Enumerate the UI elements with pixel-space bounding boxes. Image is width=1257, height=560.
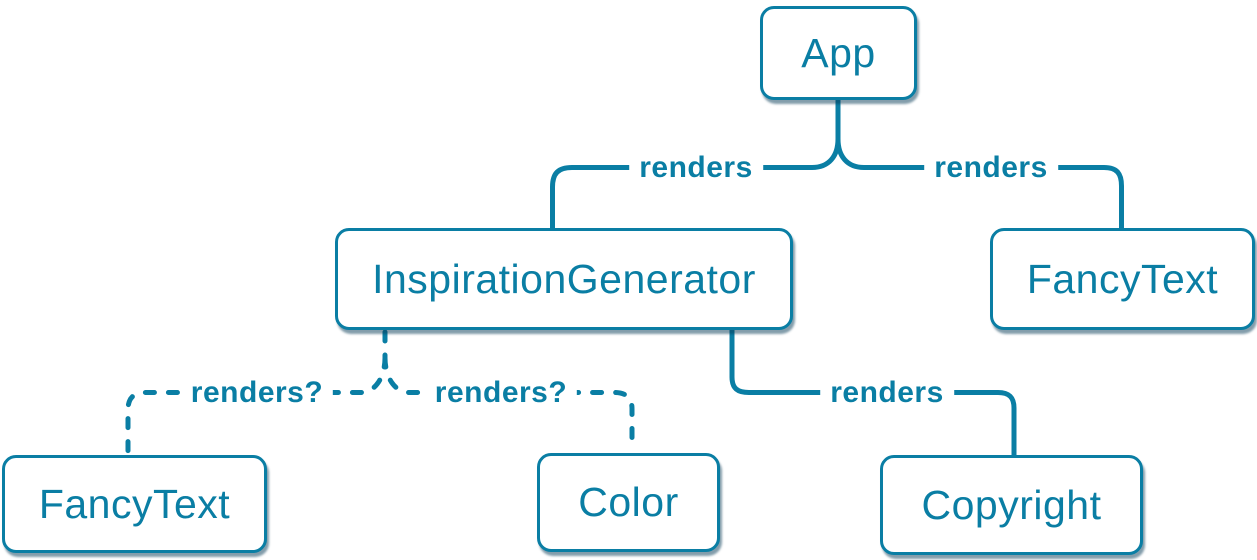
node-app-label: App [801, 29, 876, 76]
node-copyright: Copyright [880, 455, 1143, 555]
node-inspiration-generator: InspirationGenerator [335, 228, 793, 330]
node-copyright-label: Copyright [921, 481, 1102, 528]
edge-label-app-to-fancy-text: renders [924, 151, 1058, 185]
edge-app-to-inspiration-generator [550, 138, 841, 229]
edge-label-inspiration-generator-to-copyright: renders [820, 376, 954, 410]
node-fancy-text-top: FancyText [990, 228, 1255, 330]
edge-label-inspiration-generator-to-fancy-text: renders? [180, 376, 334, 410]
node-color-label: Color [578, 479, 679, 525]
node-fancy-text-bottom: FancyText [2, 455, 267, 553]
node-color: Color [537, 453, 720, 552]
node-fancy-text-top-label: FancyText [1026, 255, 1219, 302]
edge-label-inspiration-generator-to-color: renders? [424, 376, 578, 410]
edge-app-to-fancy-text [835, 138, 1124, 229]
node-app: App [760, 6, 917, 100]
node-fancy-text-bottom-label: FancyText [38, 480, 231, 527]
edge-inspiration-generator-to-color [382, 355, 635, 454]
edge-label-app-to-inspiration-generator: renders [629, 151, 763, 185]
node-inspiration-generator-label: InspirationGenerator [372, 255, 756, 302]
edge-inspiration-generator-to-fancy-text [125, 355, 388, 456]
